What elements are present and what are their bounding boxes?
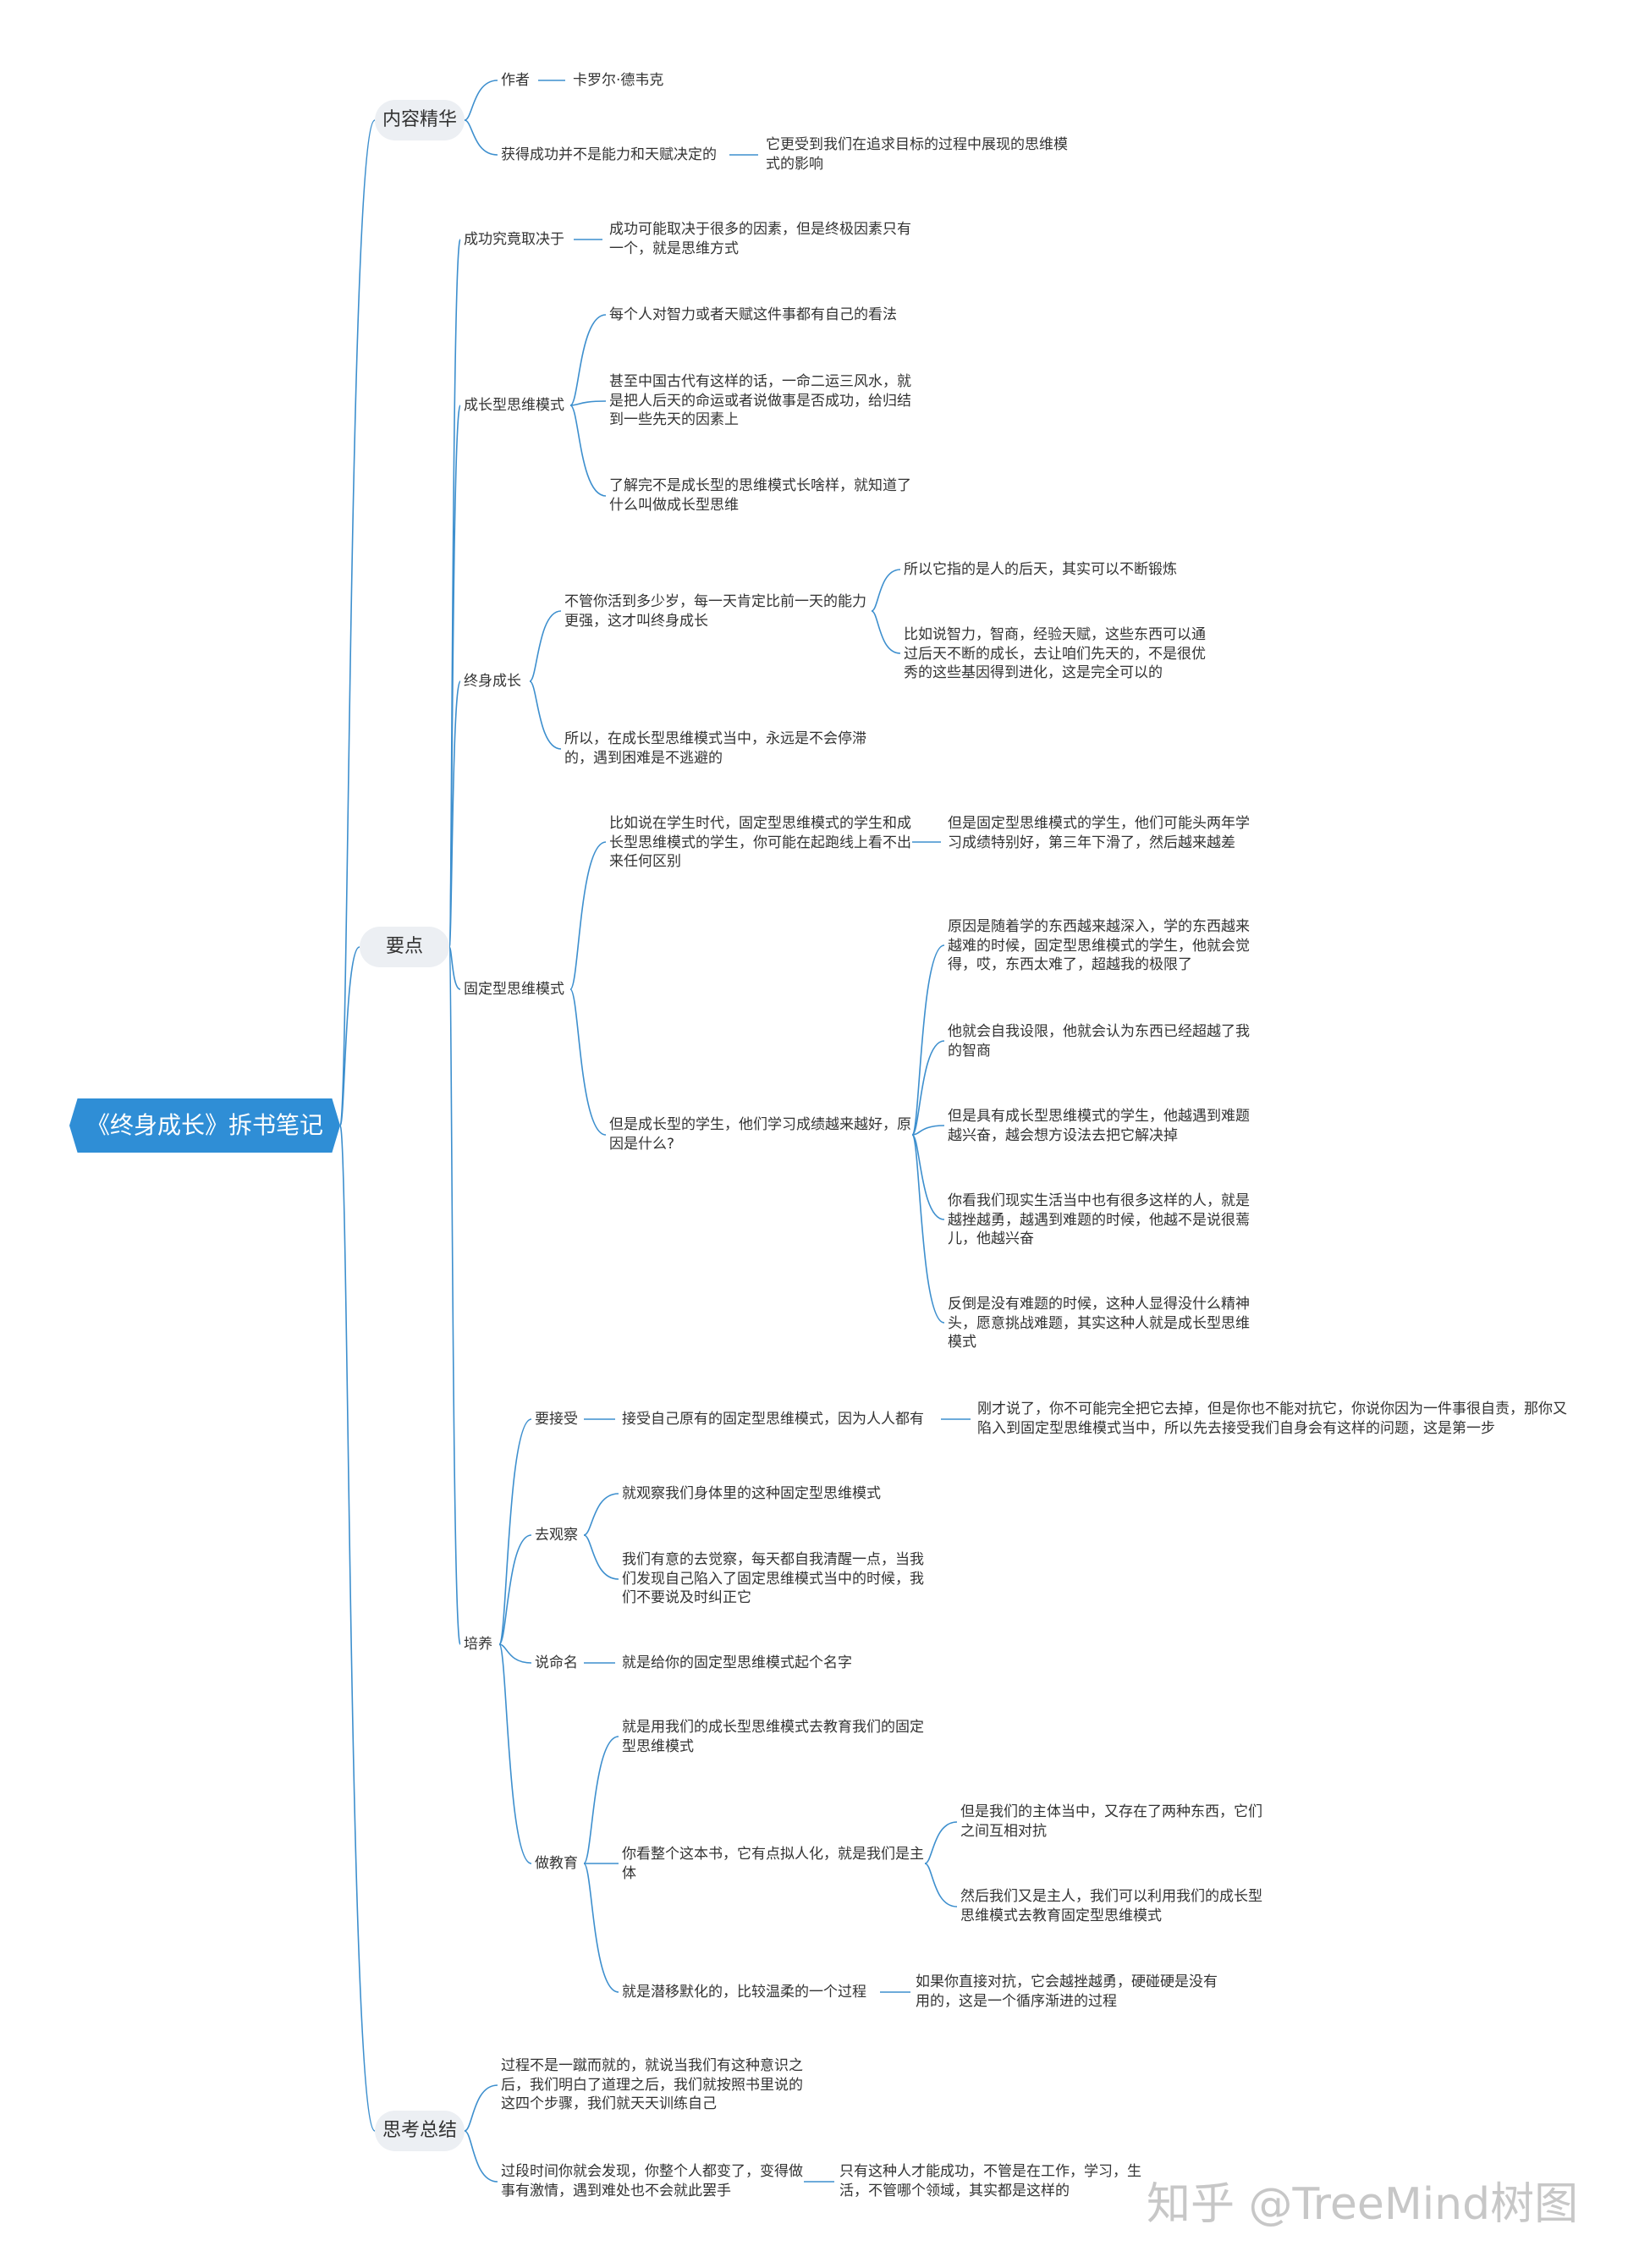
node-accept-detail[interactable]: 刚才说了，你不可能完全把它去掉，但是你也不能对抗它，你说你因为一件事很自责，那你… [977, 1401, 1567, 1437]
node-summary-a[interactable]: 过程不是一蹴而就的，就说当我们有这种意识之后，我们明白了道理之后，我们就按照书里… [501, 2057, 803, 2112]
node-observe-item-2[interactable]: 我们有意的去觉察，每天都自我清醒一点，当我们发现自己陷入了固定思维模式当中的时候… [622, 1551, 924, 1606]
node-decide-detail[interactable]: 成功可能取决于很多的因素，但是终极因素只有一个，就是思维方式 [609, 221, 911, 257]
node-cultivate-label[interactable]: 培养 [464, 1636, 492, 1653]
connector-educate-b-sub-1 [924, 1821, 958, 1864]
connector-root-points [339, 946, 360, 1126]
node-lifelong-sub-2[interactable]: 比如说智力，智商，经验天赋，这些东西可以通过后天不断的成长，去让咱们先天的，不是… [904, 626, 1206, 681]
node-fixed-answer-1[interactable]: 原因是随着学的东西越来越深入，学的东西越来越难的时候，固定型思维模式的学生，他就… [948, 918, 1250, 973]
connector-fixed-example [569, 841, 607, 990]
node-author-label[interactable]: 作者 [501, 72, 530, 89]
node-growth-item-3[interactable]: 了解完不是成长型的思维模式长啥样，就知道了什么叫做成长型思维 [609, 477, 911, 514]
node-fixed-label[interactable]: 固定型思维模式 [464, 981, 564, 998]
connector-points-growth [448, 405, 461, 948]
connector-fixed-answer-1 [911, 944, 945, 1136]
node-fixed-example-detail[interactable]: 但是固定型思维模式的学生，他们可能头两年学习成绩特别好，第三年下滑了，然后越来越… [948, 815, 1250, 851]
connector-cultivate-accept [498, 1418, 532, 1645]
connector-educate-c [583, 1863, 619, 1993]
node-decide-label[interactable]: 成功究竟取决于 [464, 231, 564, 248]
connector-root-content [339, 119, 376, 1126]
branch-points[interactable]: 要点 [360, 927, 449, 967]
node-fixed-example[interactable]: 比如说在学生时代，固定型思维模式的学生和成长型思维模式的学生，你可能在起跑线上看… [609, 815, 911, 870]
connector-points-cultivate [448, 946, 461, 1645]
node-observe-item-1[interactable]: 就观察我们身体里的这种固定型思维模式 [622, 1485, 881, 1502]
node-educate-c[interactable]: 就是潜移默化的，比较温柔的一个过程 [622, 1984, 866, 2001]
node-summary-b[interactable]: 过段时间你就会发现，你整个人都变了，变得做事有激情，遇到难处也不会就此罢手 [501, 2163, 803, 2199]
node-fixed-answer-5[interactable]: 反倒是没有难题的时候，这种人显得没什么精神头，愿意挑战难题，其实这种人就是成长型… [948, 1296, 1250, 1351]
node-accept-main[interactable]: 接受自己原有的固定型思维模式，因为人人都有 [622, 1411, 924, 1428]
node-summary-b-detail[interactable]: 只有这种人才能成功，不管是在工作，学习，生活，不管哪个领域，其实都是这样的 [839, 2163, 1141, 2199]
connector-fixed-answer-2 [911, 1040, 945, 1136]
node-educate-a[interactable]: 就是用我们的成长型思维模式去教育我们的固定型思维模式 [622, 1719, 924, 1755]
connector-cultivate-name [498, 1643, 532, 1664]
node-growth-item-1[interactable]: 每个人对智力或者天赋这件事都有自己的看法 [609, 306, 897, 323]
connector-cultivate-observe [498, 1534, 532, 1645]
node-success-label[interactable]: 获得成功并不是能力和天赋决定的 [501, 146, 717, 163]
node-educate-b-sub-2[interactable]: 然后我们又是主人，我们可以利用我们的成长型思维模式去教育固定型思维模式 [960, 1888, 1262, 1924]
node-observe-label[interactable]: 去观察 [535, 1527, 578, 1544]
node-lifelong-label[interactable]: 终身成长 [464, 673, 521, 690]
connector-content-success [464, 119, 498, 156]
node-growth-item-2[interactable]: 甚至中国古代有这样的话，一命二运三风水，就是把人后天的命运或者说做事是否成功，给… [609, 373, 911, 428]
node-success-detail[interactable]: 它更受到我们在追求目标的过程中展现的思维模式的影响 [766, 136, 1068, 173]
connector-growth-3 [569, 405, 607, 497]
connector-root-summary [339, 1125, 376, 2132]
branch-summary[interactable]: 思考总结 [375, 2111, 465, 2151]
node-educate-c-detail[interactable]: 如果你直接对抗，它会越挫越勇，硬碰硬是没有用的，这是一个循序渐进的过程 [916, 1973, 1218, 2010]
node-name-label[interactable]: 说命名 [535, 1654, 578, 1671]
connector-lifelong-conclusion [529, 680, 562, 750]
connector-fixed-answer-3 [911, 1125, 945, 1136]
connector-educate-a [583, 1736, 619, 1864]
node-name-main[interactable]: 就是给你的固定型思维模式起个名字 [622, 1654, 852, 1671]
connector-content-author [464, 80, 498, 121]
node-educate-b-sub-1[interactable]: 但是我们的主体当中，又存在了两种东西，它们之间互相对抗 [960, 1803, 1262, 1840]
connector-summary-a [464, 2084, 498, 2132]
node-accept-label[interactable]: 要接受 [535, 1411, 578, 1428]
connector-observe-2 [583, 1534, 619, 1580]
node-growth-label[interactable]: 成长型思维模式 [464, 397, 564, 414]
branch-content[interactable]: 内容精华 [375, 100, 465, 140]
connector-cultivate-educate [498, 1643, 532, 1864]
node-lifelong-conclusion[interactable]: 所以，在成长型思维模式当中，永远是不会停滞的，遇到困难是不逃避的 [564, 730, 866, 767]
connector-fixed-question [569, 988, 607, 1136]
node-fixed-question[interactable]: 但是成长型的学生，他们学习成绩越来越好，原因是什么? [609, 1116, 911, 1153]
watermark: 知乎 @TreeMind树图 [1147, 2179, 1579, 2230]
connector-fixed-answer-5 [911, 1134, 945, 1324]
connector-lifelong-main [529, 610, 562, 682]
node-lifelong-main[interactable]: 不管你活到多少岁，每一天肯定比前一天的能力更强，这才叫终身成长 [564, 593, 866, 630]
connector-lifelong-sub-1 [871, 569, 901, 612]
node-fixed-answer-4[interactable]: 你看我们现实生活当中也有很多这样的人，就是越挫越勇，越遇到难题的时候，他越不是说… [948, 1192, 1250, 1247]
connector-educate-b-sub-2 [924, 1863, 958, 1907]
node-author-name[interactable]: 卡罗尔·德韦克 [573, 72, 664, 89]
connector-points-lifelong [448, 680, 461, 948]
connector-fixed-answer-4 [911, 1134, 945, 1220]
connector-points-fixed [448, 946, 461, 990]
root-node[interactable]: 《终身成长》拆书笔记 [69, 1098, 340, 1153]
connector-growth-1 [569, 314, 607, 406]
node-fixed-answer-3[interactable]: 但是具有成长型思维模式的学生，他越遇到难题越兴奋，越会想方设法去把它解决掉 [948, 1108, 1250, 1144]
node-educate-b[interactable]: 你看整个这本书，它有点拟人化，就是我们是主体 [622, 1846, 924, 1882]
node-fixed-answer-2[interactable]: 他就会自我设限，他就会认为东西已经超越了我的智商 [948, 1023, 1250, 1060]
connector-observe-1 [583, 1493, 619, 1536]
connector-lifelong-sub-2 [871, 610, 901, 654]
connector-growth-2 [569, 400, 607, 406]
connector-summary-b [464, 2130, 498, 2183]
node-educate-label[interactable]: 做教育 [535, 1855, 578, 1872]
node-lifelong-sub-1[interactable]: 所以它指的是人的后天，其实可以不断锻炼 [904, 561, 1177, 578]
